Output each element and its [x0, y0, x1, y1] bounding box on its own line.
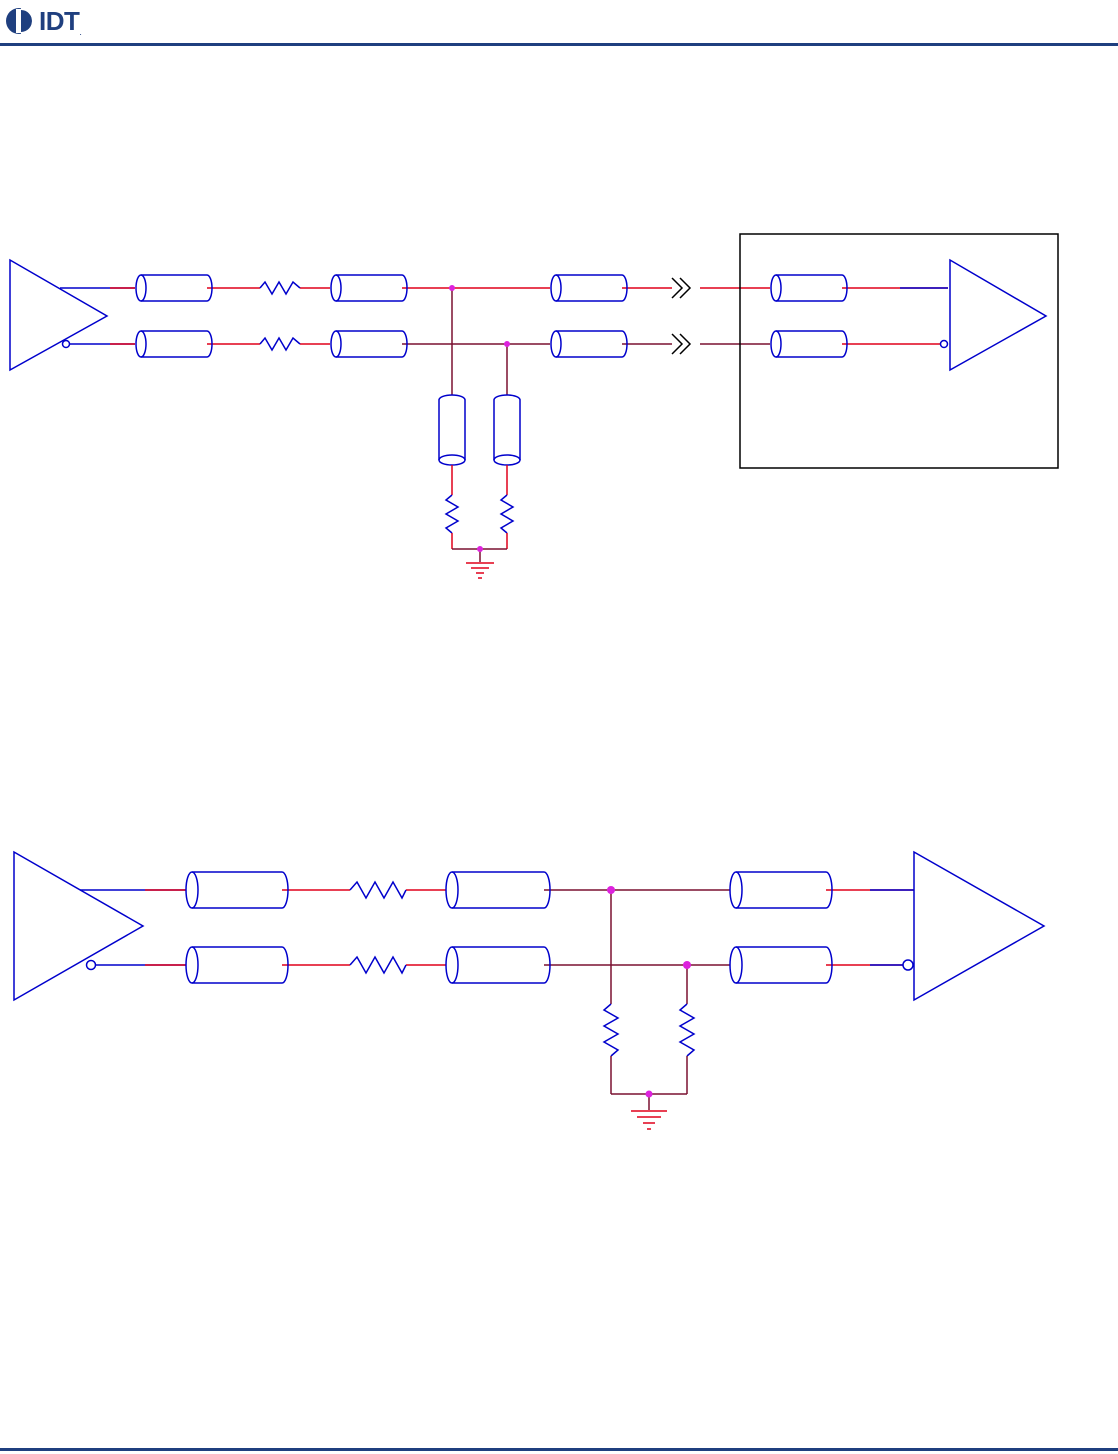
transmission-line-icon	[135, 274, 848, 358]
idt-logo-icon	[6, 8, 34, 34]
resistor-icon	[349, 880, 407, 975]
termination-resistor-icon	[602, 890, 696, 1110]
ground-icon	[631, 1110, 667, 1130]
logo-wordmark: IDT.	[39, 5, 82, 37]
junction-node	[449, 285, 510, 552]
transmission-line-icon	[185, 871, 833, 984]
receiver-buffer-icon	[902, 850, 1046, 1002]
junction-node	[607, 886, 691, 1098]
idt-logo: IDT.	[4, 5, 82, 37]
footer-rule	[0, 1448, 1118, 1451]
receiver-buffer-icon	[939, 258, 1048, 372]
header-rule	[0, 43, 1118, 46]
ground-icon	[466, 562, 494, 579]
driver-buffer-icon	[9, 258, 109, 372]
stub-wires	[451, 288, 508, 395]
resistor-icon	[259, 280, 301, 352]
connector-icon	[671, 277, 692, 355]
driver-buffer-icon	[13, 850, 145, 1002]
receiver-board-box	[739, 233, 1059, 469]
vertical-transmission-line-icon	[438, 394, 521, 466]
